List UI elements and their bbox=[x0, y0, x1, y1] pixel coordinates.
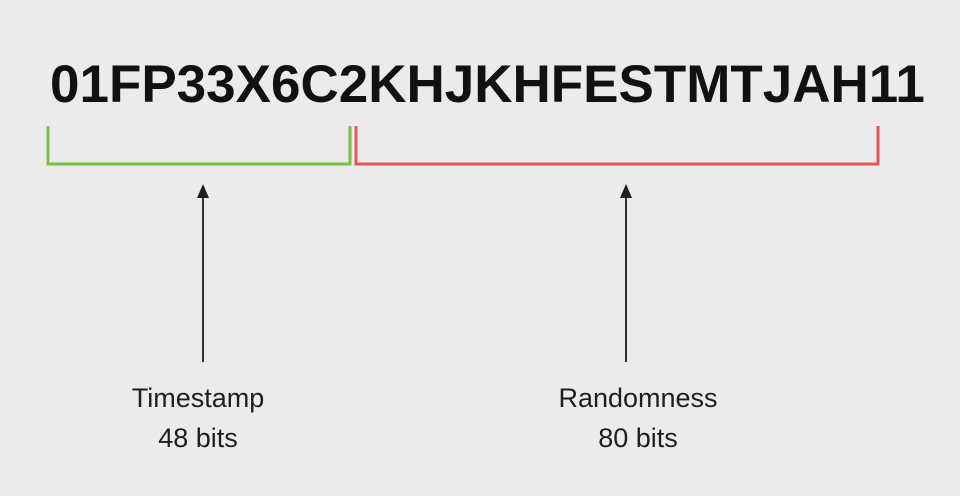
ulid-string: 01FP33X6C2KHJKHFESTMTJAH11 bbox=[50, 55, 925, 148]
timestamp-name: Timestamp bbox=[131, 383, 265, 413]
timestamp-label: Timestamp 48 bits bbox=[78, 378, 318, 458]
ulid-randomness-part: KHJKHFESTMTJAH11 bbox=[368, 55, 925, 114]
randomness-bracket bbox=[354, 126, 880, 166]
randomness-arrowhead bbox=[620, 184, 632, 198]
randomness-label: Randomness 80 bits bbox=[518, 378, 758, 458]
randomness-name: Randomness bbox=[558, 383, 718, 413]
timestamp-arrowhead bbox=[197, 184, 209, 198]
ulid-timestamp-part: 01FP33X6C2 bbox=[50, 55, 369, 114]
timestamp-bracket bbox=[46, 126, 352, 166]
timestamp-bits: 48 bits bbox=[158, 423, 238, 453]
randomness-bits: 80 bits bbox=[598, 423, 678, 453]
